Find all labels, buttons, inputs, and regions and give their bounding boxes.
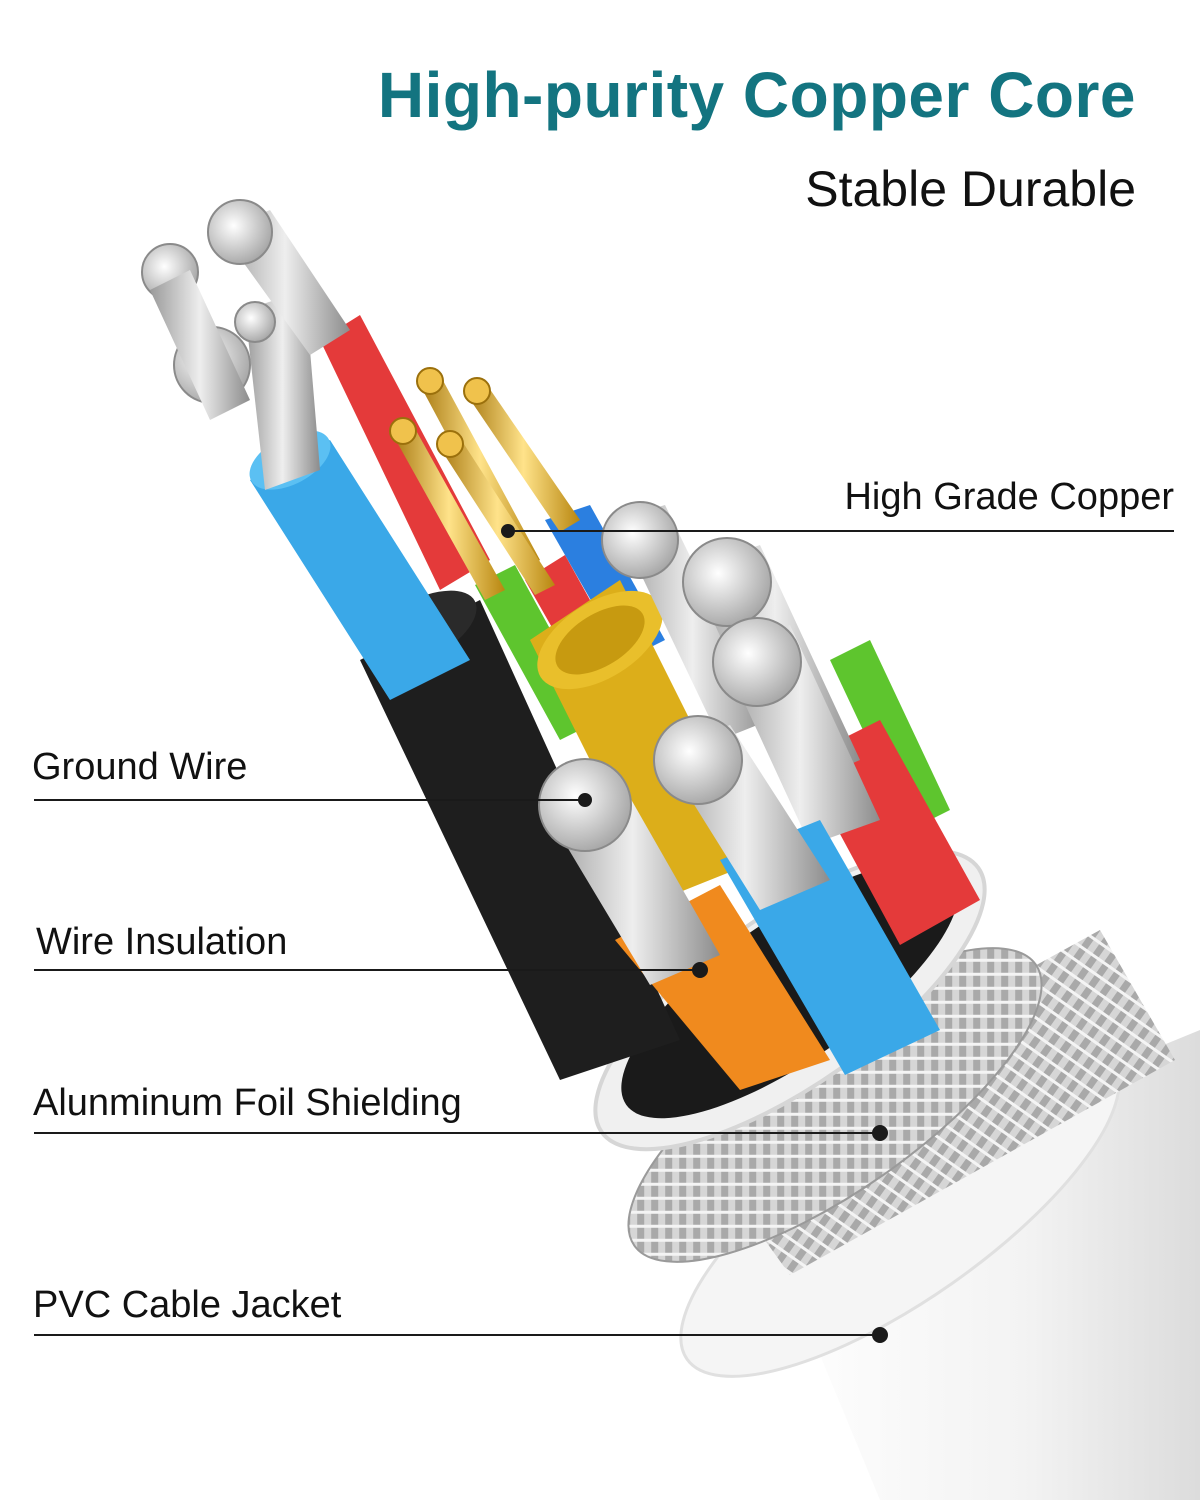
leader-dot-wire-insulation bbox=[692, 962, 708, 978]
leader-lines bbox=[34, 524, 1174, 1343]
callout-label-cable-jacket: PVC Cable Jacket bbox=[33, 1284, 342, 1326]
wire-bundle bbox=[141, 199, 980, 1090]
leader-dot-ground-wire bbox=[578, 793, 592, 807]
leader-dot-cable-jacket bbox=[872, 1327, 888, 1343]
callout-label-foil-shielding: Alunminum Foil Shielding bbox=[33, 1082, 462, 1124]
leader-dot-foil-shielding bbox=[872, 1125, 888, 1141]
headline-title: High-purity Copper Core bbox=[377, 59, 1136, 131]
headline-subtitle: Stable Durable bbox=[805, 161, 1136, 217]
callout-label-wire-insulation: Wire Insulation bbox=[36, 921, 288, 963]
leader-dot-high-grade-copper bbox=[501, 524, 515, 538]
callout-label-ground-wire: Ground Wire bbox=[32, 746, 248, 788]
callout-label-high-grade-copper: High Grade Copper bbox=[844, 476, 1174, 518]
